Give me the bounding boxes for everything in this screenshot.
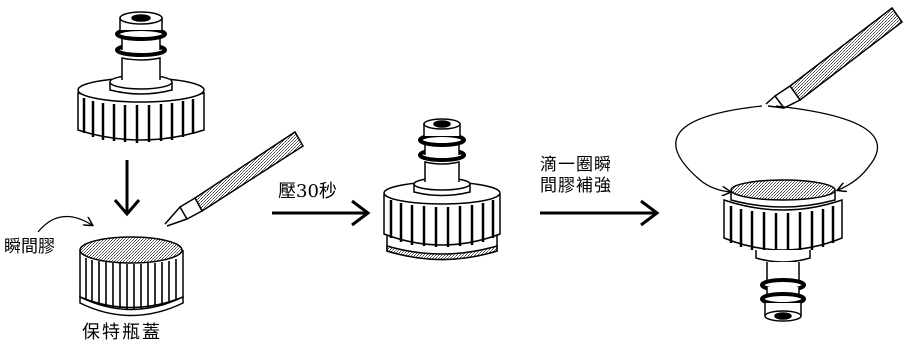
curved-arrow-right (775, 105, 879, 190)
hose-connector-top (77, 11, 205, 143)
drip-label-line-1: 滴一圈瞬 (540, 155, 612, 175)
instant-glue-label: 瞬間膠 (4, 237, 55, 257)
drip-label-line-2: 間膠補強 (540, 176, 612, 197)
down-arrow (113, 160, 141, 217)
curved-arrow-left (675, 105, 763, 192)
drip-glue-label: 滴一圈瞬 間膠補強 (540, 155, 612, 198)
connector-pressed (383, 118, 501, 261)
glue-pointer-arrow (37, 215, 92, 233)
right-arrow-1 (272, 199, 371, 227)
bottle-cap (79, 236, 184, 317)
glue-nozzle-left (164, 130, 305, 227)
connector-inverted (723, 179, 843, 322)
glue-nozzle-right (765, 6, 904, 109)
right-arrow-2 (540, 199, 660, 227)
bottle-cap-label: 保特瓶蓋 (82, 322, 162, 343)
press-30s-label: 壓30秒 (278, 181, 337, 202)
